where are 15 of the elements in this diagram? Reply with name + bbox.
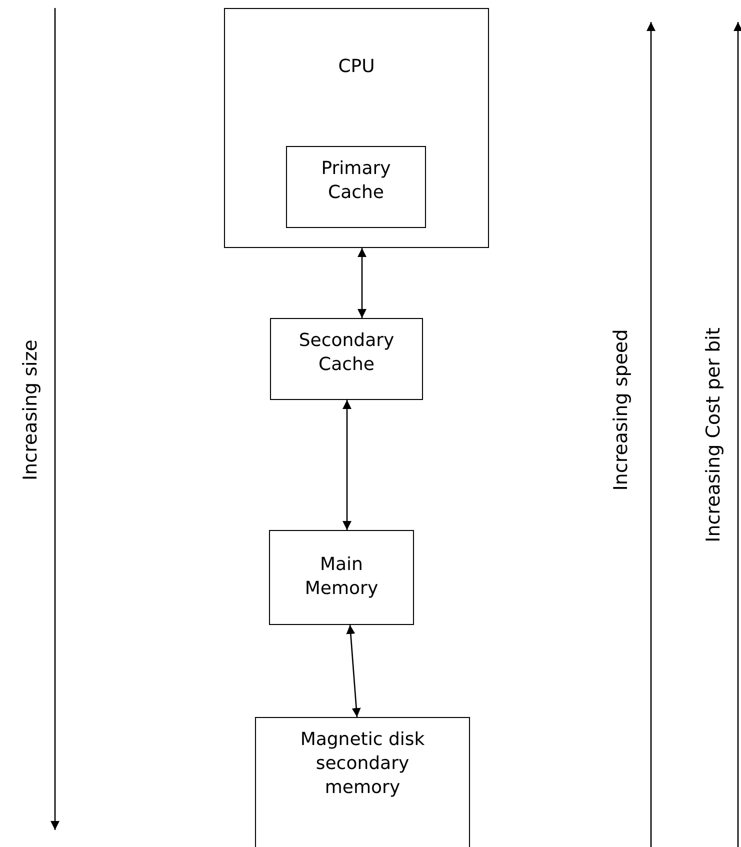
- node-label: CPU: [337, 55, 376, 79]
- axis-label: Increasing size: [19, 340, 41, 480]
- node-label: Main Memory: [304, 553, 380, 601]
- axis-label: Increasing Cost per bit: [702, 328, 724, 542]
- memory-box: [269, 530, 414, 625]
- node-label: Magnetic disk secondary memory: [299, 728, 426, 800]
- node-label: Secondary Cache: [298, 329, 396, 377]
- cache-box: [270, 318, 423, 400]
- node-label: Primary Cache: [320, 157, 392, 205]
- axis-label: Increasing speed: [610, 329, 632, 491]
- cpu-box: [224, 8, 489, 248]
- arrow: [346, 624, 361, 718]
- arrow: [358, 248, 366, 318]
- cache-box: [286, 146, 426, 228]
- arrow: [342, 400, 352, 530]
